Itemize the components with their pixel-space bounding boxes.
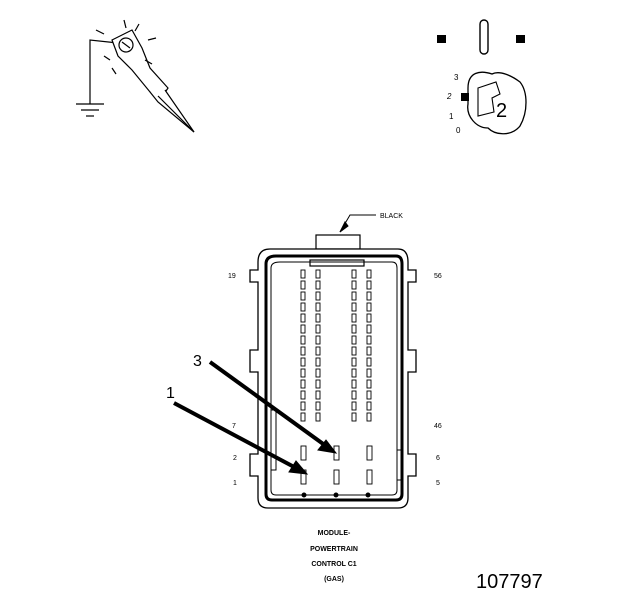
title-line-3: CONTROL C1 bbox=[311, 561, 356, 568]
callout-label-1: 1 bbox=[166, 385, 175, 402]
terminal-cavity bbox=[366, 357, 372, 367]
callout-label-3: 3 bbox=[193, 353, 202, 370]
pin-label-5: 5 bbox=[436, 480, 440, 487]
terminal-cavity bbox=[315, 313, 321, 323]
terminal-cavity bbox=[300, 379, 306, 389]
terminal-cavity bbox=[366, 445, 373, 461]
switch-slot bbox=[479, 19, 489, 55]
terminal-cavity bbox=[366, 412, 372, 422]
terminal-cavity bbox=[366, 401, 372, 411]
terminal-cavity bbox=[300, 302, 306, 312]
terminal-cavity bbox=[315, 280, 321, 290]
title-line-4: (GAS) bbox=[324, 576, 344, 583]
terminal-cavity bbox=[351, 335, 357, 345]
terminal-cavity bbox=[366, 379, 372, 389]
terminal-cavity bbox=[300, 269, 306, 279]
figure-id: 107797 bbox=[476, 571, 543, 593]
switch-indicator bbox=[461, 93, 469, 101]
terminal-cavity bbox=[351, 357, 357, 367]
terminal-cavity bbox=[366, 368, 372, 378]
title-line-2: POWERTRAIN bbox=[310, 546, 358, 553]
pin-label-19: 19 bbox=[228, 273, 236, 280]
terminal-cavity bbox=[366, 291, 372, 301]
pin-label-2: 2 bbox=[233, 455, 237, 462]
pin-label-6: 6 bbox=[436, 455, 440, 462]
terminal-cavity bbox=[366, 280, 372, 290]
terminal-cavity bbox=[300, 291, 306, 301]
terminal-cavity bbox=[315, 368, 321, 378]
switch-pos-0: 0 bbox=[456, 126, 461, 135]
terminal-cavity bbox=[315, 379, 321, 389]
terminal-cavity bbox=[300, 412, 306, 422]
terminal-cavity bbox=[351, 390, 357, 400]
connector-color-label: BLACK bbox=[380, 213, 403, 220]
connector-body bbox=[249, 234, 417, 509]
terminal-cavity bbox=[315, 291, 321, 301]
terminal-cavity bbox=[366, 302, 372, 312]
terminal-cavity bbox=[366, 324, 372, 334]
terminal-cavities bbox=[300, 269, 373, 485]
switch-pos-2: 2 bbox=[446, 92, 452, 101]
terminal-cavity bbox=[351, 324, 357, 334]
terminal-cavity bbox=[315, 390, 321, 400]
terminal-cavity bbox=[351, 368, 357, 378]
terminal-cavity bbox=[315, 357, 321, 367]
callout-arrow-1 bbox=[173, 401, 309, 475]
terminal-cavity bbox=[351, 280, 357, 290]
terminal-cavity bbox=[300, 445, 307, 461]
terminal-cavity bbox=[366, 390, 372, 400]
terminal-cavity bbox=[315, 412, 321, 422]
pin-label-46: 46 bbox=[434, 423, 442, 430]
terminal-cavity bbox=[315, 324, 321, 334]
callout-arrow-3 bbox=[208, 360, 338, 454]
pin-label-1: 1 bbox=[233, 480, 237, 487]
terminal-cavity bbox=[300, 280, 306, 290]
terminal-cavity bbox=[366, 346, 372, 356]
switch-right-marker bbox=[516, 35, 525, 43]
terminal-cavity bbox=[351, 401, 357, 411]
connector-title: MODULE- POWERTRAIN CONTROL C1 (GAS) bbox=[310, 530, 358, 583]
terminal-cavity bbox=[351, 379, 357, 389]
terminal-cavity bbox=[300, 368, 306, 378]
terminal-cavity bbox=[315, 269, 321, 279]
terminal-cavity bbox=[366, 469, 373, 485]
rotary-switch-icon: 3 2 1 0 2 bbox=[437, 19, 527, 135]
terminal-cavity bbox=[300, 357, 306, 367]
black-label-leader bbox=[339, 214, 376, 233]
terminal-cavity bbox=[300, 313, 306, 323]
terminal-cavity bbox=[300, 401, 306, 411]
terminal-cavity bbox=[300, 335, 306, 345]
terminal-cavity bbox=[300, 390, 306, 400]
terminal-cavity bbox=[315, 335, 321, 345]
pin-label-7: 7 bbox=[232, 423, 236, 430]
test-probe-icon bbox=[76, 19, 195, 133]
terminal-cavity bbox=[315, 401, 321, 411]
terminal-cavity bbox=[300, 324, 306, 334]
pin-label-56: 56 bbox=[434, 273, 442, 280]
terminal-cavity bbox=[366, 335, 372, 345]
terminal-cavity bbox=[351, 313, 357, 323]
switch-left-marker bbox=[437, 35, 446, 43]
terminal-cavity bbox=[366, 313, 372, 323]
terminal-cavity bbox=[351, 302, 357, 312]
terminal-cavity bbox=[300, 346, 306, 356]
terminal-cavity bbox=[315, 346, 321, 356]
switch-pos-3: 3 bbox=[454, 73, 459, 82]
terminal-cavity bbox=[351, 346, 357, 356]
switch-pos-1: 1 bbox=[449, 112, 454, 121]
terminal-cavity bbox=[366, 269, 372, 279]
terminal-cavity bbox=[351, 412, 357, 422]
terminal-cavity bbox=[351, 291, 357, 301]
terminal-cavity bbox=[351, 269, 357, 279]
terminal-cavity bbox=[333, 469, 340, 485]
title-line-1: MODULE- bbox=[318, 530, 351, 537]
switch-setting: 2 bbox=[496, 100, 507, 122]
terminal-cavity bbox=[315, 302, 321, 312]
